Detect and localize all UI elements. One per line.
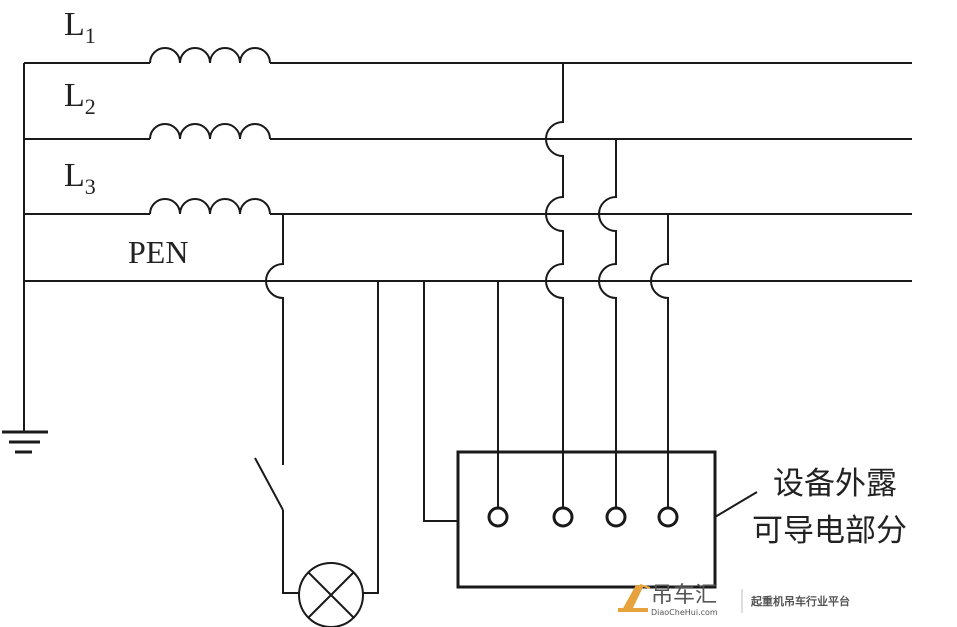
terminal-l2 <box>605 506 627 528</box>
terminal-wire-l2 <box>598 139 617 508</box>
phase-line-l3 <box>24 198 912 215</box>
enclosure-pen-link <box>423 281 458 522</box>
l1-coil <box>149 47 271 64</box>
l2-coil <box>149 123 271 140</box>
annotation-line-2: 可导电部分 <box>752 513 907 549</box>
switch-blade <box>254 457 284 511</box>
annotation-leader <box>714 491 758 518</box>
lamp-symbol <box>298 562 364 627</box>
crane-logo-icon <box>618 584 651 612</box>
l3-coil <box>149 198 271 215</box>
label-l3: L3 <box>64 157 96 199</box>
ground-symbol <box>2 430 48 454</box>
watermark: 吊车汇 DiaoCheHui.com 起重机吊车行业平台 <box>618 583 850 617</box>
terminal-wire-l1 <box>545 63 564 508</box>
label-l2: L2 <box>64 77 96 119</box>
phase-line-l2 <box>24 123 912 140</box>
watermark-url: DiaoCheHui.com <box>651 608 718 617</box>
annotation-line-1: 设备外露 <box>773 466 897 502</box>
terminal-l1 <box>552 506 574 528</box>
watermark-slogan: 起重机吊车行业平台 <box>750 594 850 608</box>
watermark-brand: 吊车汇 <box>651 583 717 608</box>
terminal-l3 <box>657 506 679 528</box>
terminal-pen <box>487 506 509 528</box>
lamp-return-wire <box>363 281 379 594</box>
lamp-phase-wire <box>265 214 284 465</box>
equipment-enclosure <box>456 450 717 589</box>
label-pen: PEN <box>128 234 188 270</box>
lamp-feed-wire <box>282 510 299 594</box>
terminal-wire-l3 <box>650 214 669 508</box>
label-l1: L1 <box>64 6 96 48</box>
phase-line-l1 <box>24 47 912 64</box>
